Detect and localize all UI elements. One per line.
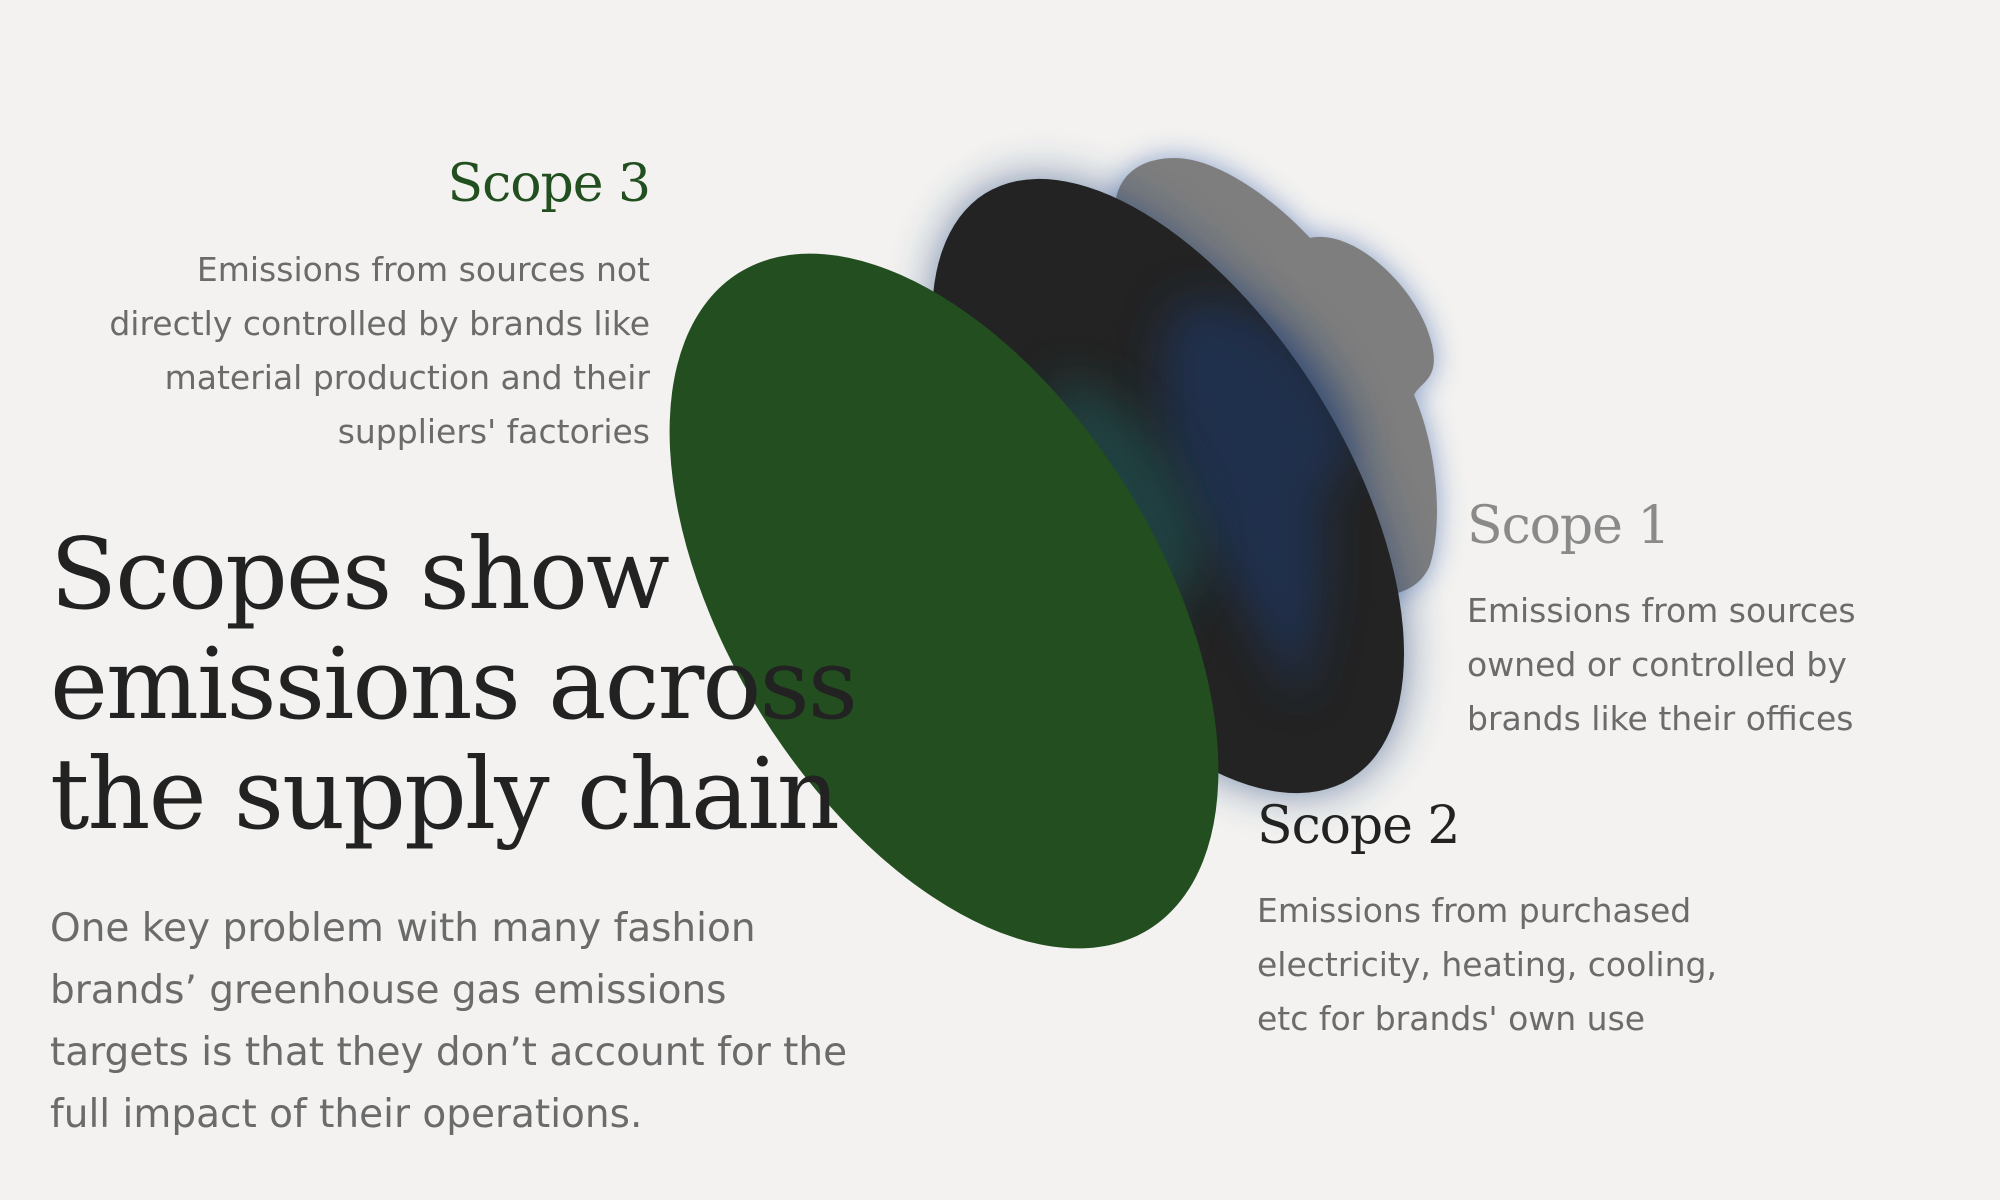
intro-line: targets is that they don’t account for t… [50, 1030, 848, 1075]
headline-line: Scopes show [50, 518, 670, 632]
scope3-description-line: Emissions from sources not [196, 250, 650, 289]
scope1-description-line: Emissions from sources [1467, 591, 1856, 630]
scope2-description: Emissions from purchased electricity, he… [1257, 884, 1717, 1046]
scope1-title: Scope 1 [1467, 496, 1670, 556]
intro-paragraph: One key problem with many fashion brands… [50, 898, 847, 1146]
scope3-title: Scope 3 [447, 154, 651, 214]
headline-line: emissions across [50, 628, 858, 742]
scope2-description-line: etc for brands' own use [1257, 999, 1646, 1038]
page-headline: Scopes show emissions across the supply … [50, 518, 858, 852]
scope1-description-line: owned or controlled by [1467, 645, 1847, 684]
scope3-description-line: directly controlled by brands like [109, 304, 650, 343]
scope2-description-line: Emissions from purchased [1257, 891, 1692, 930]
scope3-disc [669, 253, 1219, 949]
scope3-description: Emissions from sources not directly cont… [109, 243, 650, 459]
intro-line: brands’ greenhouse gas emissions [50, 968, 727, 1013]
headline-line: the supply chain [50, 738, 840, 852]
scope2-title: Scope 2 [1257, 796, 1460, 856]
scope1-description: Emissions from sources owned or controll… [1467, 584, 1856, 746]
scope3-description-line: suppliers' factories [337, 412, 650, 451]
scope2-description-line: electricity, heating, cooling, [1257, 945, 1717, 984]
scope1-description-line: brands like their offices [1467, 699, 1854, 738]
scope3-description-line: material production and their [164, 358, 650, 397]
intro-line: full impact of their operations. [50, 1092, 643, 1137]
intro-line: One key problem with many fashion [50, 906, 756, 951]
